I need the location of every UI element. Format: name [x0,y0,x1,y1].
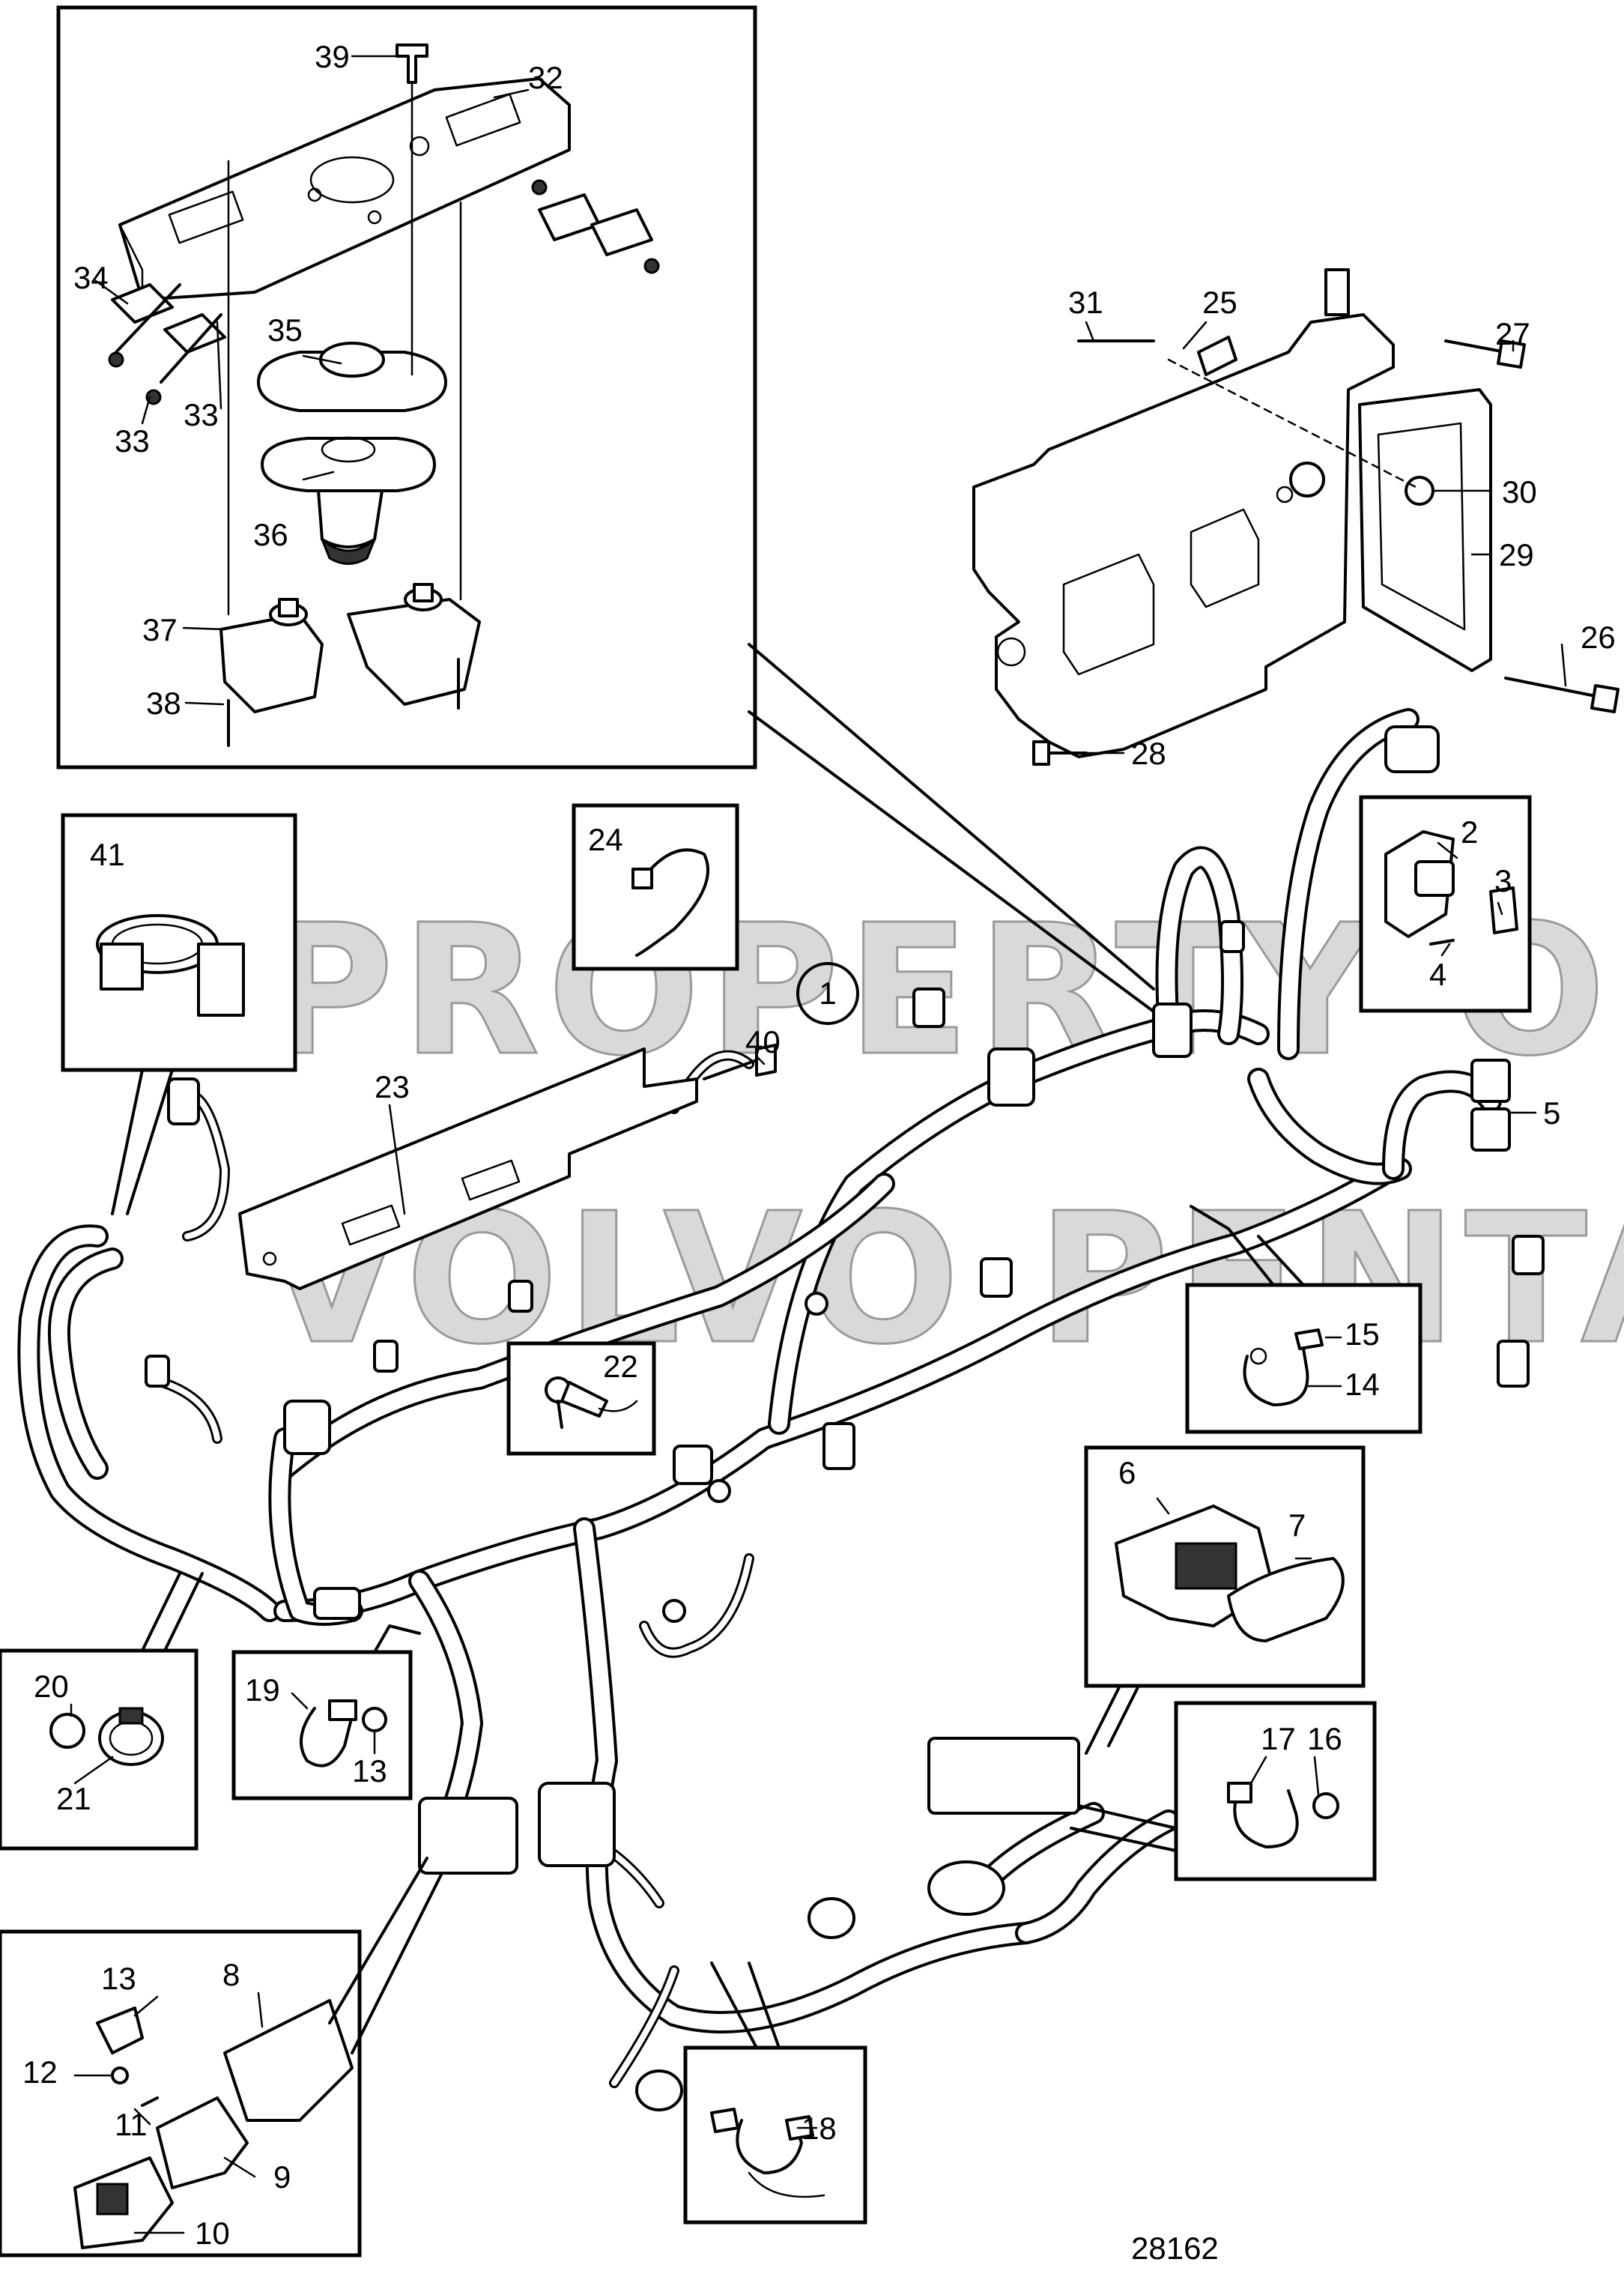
detail-box-24 [572,803,739,971]
callout-12: 12 [22,2054,58,2090]
callout-8: 8 [222,1957,240,1992]
drawing-number: 28162 [1131,2231,1219,2266]
main-reference-number: 1 [819,976,836,1011]
detail-box-16-17 [1070,1701,1377,1881]
callout-19: 19 [245,1672,280,1708]
main-reference-marker: 1 [796,962,859,1025]
callout-15: 15 [1345,1316,1380,1352]
callout-22: 22 [603,1349,638,1384]
flange-plate [257,351,447,412]
bearing-housing [261,437,436,492]
mounting-bracket-plate [972,268,1620,766]
callout-3: 3 [1494,863,1512,898]
callout-9: 9 [273,2159,291,2195]
callout-30: 30 [1502,474,1537,509]
callout-11: 11 [115,2107,148,2142]
mount-block-left [219,598,324,713]
callout-40: 40 [745,1024,781,1059]
detail-box-22 [506,1341,656,1456]
callout-24: 24 [588,822,623,857]
harness-bracket [238,1044,777,1290]
detail-box-8-13 [0,1857,443,2258]
detail-box-20-21 [0,1572,204,1851]
mount-block-right [347,583,481,706]
leader-lines [70,55,1567,2234]
detail-box-19-13 [231,1624,421,1800]
screw-set-right [531,179,660,274]
callout-41: 41 [90,837,125,872]
callout-36: 36 [253,517,288,552]
callout-33-a: 33 [115,423,150,459]
callout-6: 6 [1118,1455,1136,1490]
callout-13-a: 13 [352,1753,387,1788]
detail-box-18 [683,1962,867,2225]
callout-2: 2 [1461,814,1478,850]
callout-4: 4 [1429,957,1446,992]
callout-28: 28 [1131,736,1166,771]
callout-35: 35 [267,312,303,348]
harness-connectors [145,725,1545,2111]
callout-27: 27 [1495,316,1530,351]
callout-17: 17 [1261,1721,1296,1756]
callout-33-b: 33 [184,397,219,432]
callout-5: 5 [1543,1095,1560,1131]
callout-23: 23 [375,1069,410,1104]
callout-38: 38 [146,686,181,721]
callout-34: 34 [73,260,109,295]
callout-20: 20 [34,1669,69,1704]
detail-box-14-15 [1185,1205,1422,1434]
detail-box-41 [61,813,297,1215]
callout-18: 18 [802,2111,837,2146]
callout-25: 25 [1202,285,1237,320]
callout-10: 10 [195,2216,230,2251]
callout-16: 16 [1307,1721,1342,1756]
callout-29: 29 [1499,537,1534,572]
detail-box-2-3-4 [1359,795,1532,1013]
callout-31: 31 [1068,285,1103,320]
callout-labels: 39 32 34 35 33 33 36 37 38 31 25 27 30 2… [22,39,1616,2266]
screw-set-left [108,283,226,405]
callout-14: 14 [1345,1367,1380,1402]
callout-13-b: 13 [101,1961,136,1996]
callout-37: 37 [142,612,178,647]
callout-39: 39 [315,39,350,74]
callout-26: 26 [1581,620,1616,655]
wiring-harness [17,708,1502,2088]
callout-21: 21 [56,1781,91,1816]
callout-32: 32 [528,60,563,95]
detail-box-6-7 [1084,1445,1366,1755]
detail-box-bracket-assembly [56,5,757,769]
callout-7: 7 [1288,1508,1306,1543]
